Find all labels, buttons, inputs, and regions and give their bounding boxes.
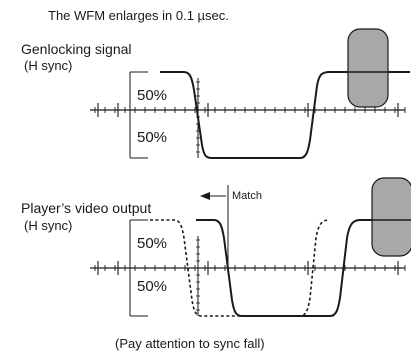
bottom-percent-brackets: [129, 219, 148, 317]
bottom-signal-title: Player’s video output: [21, 200, 152, 216]
top-lower-percent: 50%: [137, 129, 168, 146]
match-label: Match: [232, 190, 262, 202]
top-cursor-marker: [347, 28, 389, 108]
top-signal-subtitle: (H sync): [24, 58, 73, 73]
bottom-lower-percent: 50%: [137, 278, 168, 295]
genlock-waveform: [160, 71, 410, 159]
player-output-waveform-adjusted: [196, 219, 410, 317]
top-percent-brackets: [129, 71, 148, 159]
bottom-cursor-marker: [371, 177, 411, 257]
footer-note: (Pay attention to sync fall): [115, 336, 265, 351]
match-arrow-head: [200, 192, 210, 200]
bottom-upper-percent: 50%: [137, 235, 168, 252]
bottom-signal-subtitle: (H sync): [24, 218, 73, 233]
top-upper-percent: 50%: [137, 87, 168, 104]
header-note: The WFM enlarges in 0.1 µsec.: [48, 8, 229, 23]
top-signal-title: Genlocking signal: [21, 41, 132, 57]
bottom-time-axis: [90, 236, 406, 316]
